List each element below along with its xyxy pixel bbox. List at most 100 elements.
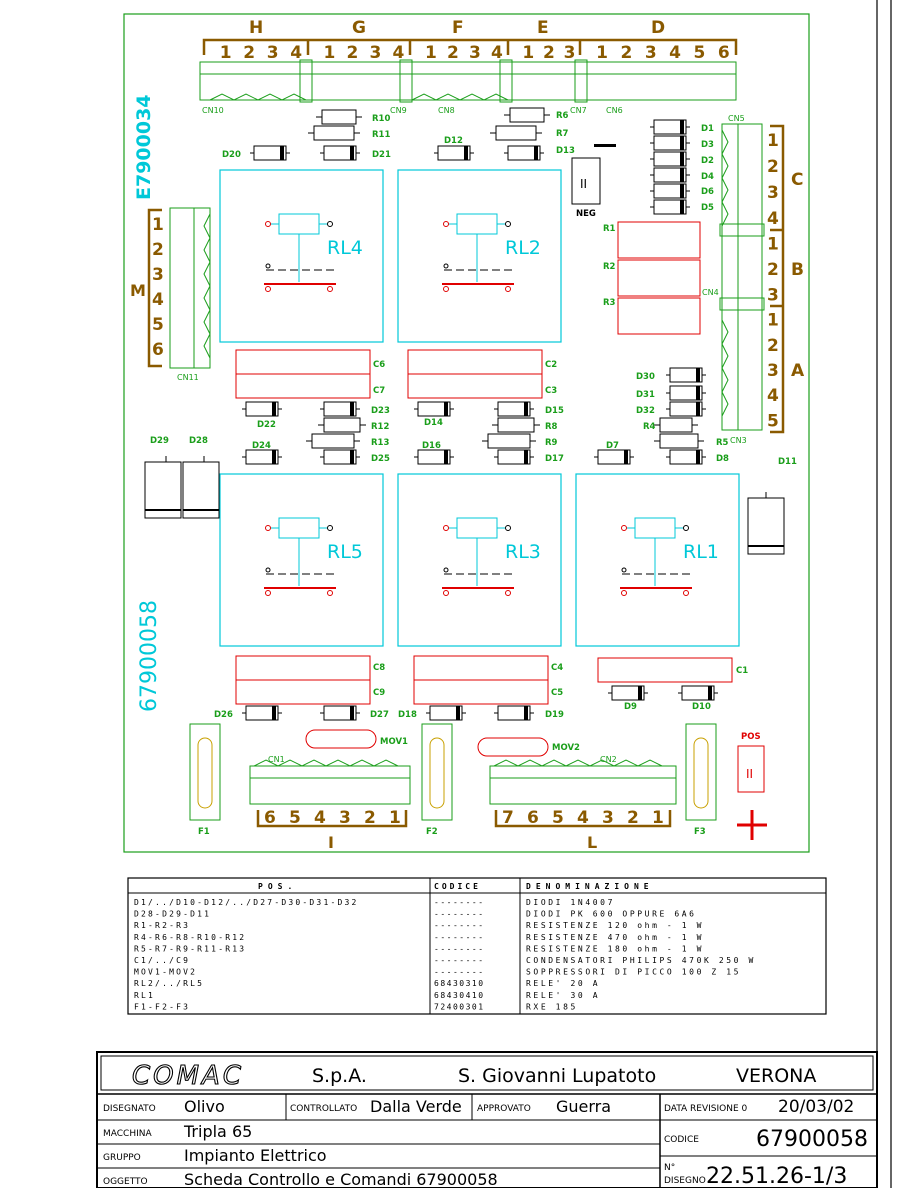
label-gruppo: GRUPPO — [103, 1153, 141, 1163]
component-label-neg: NEG — [576, 209, 596, 219]
diode-symbol — [250, 145, 290, 161]
value-data-revisione: 20/03/02 — [778, 1097, 854, 1117]
component-label-d7: D7 — [606, 441, 619, 451]
relay-label-rl4: RL4 — [327, 237, 363, 259]
diode-symbol — [666, 401, 706, 417]
component-label-c1: C1 — [736, 666, 748, 676]
connector-pin-d-6: 6 — [718, 43, 730, 63]
bom-denominazione: DIODI PK 600 OPPURE 6A6 — [526, 910, 697, 919]
component-label-d25: D25 — [371, 454, 390, 464]
component-label-f1: F1 — [198, 827, 210, 837]
company-logo: COMAC — [132, 1061, 244, 1091]
bom-pos: R4-R6-R8-R10-R12 — [134, 933, 246, 942]
component-label-d17: D17 — [545, 454, 564, 464]
label-disegno: DISEGNO — [664, 1176, 706, 1186]
connector-pin-g-4: 4 — [393, 43, 405, 63]
diode-symbol — [650, 119, 690, 135]
relay-rl5: RL5 — [219, 473, 384, 647]
component-label-r9: R9 — [545, 438, 558, 448]
connector-pin-a-2: 2 — [767, 336, 779, 356]
diode-symbol — [320, 449, 360, 465]
connector-pin-l-2: 2 — [627, 808, 639, 828]
label-controllato: CONTROLLATO — [290, 1104, 357, 1114]
resistor-symbol — [504, 107, 550, 123]
component-label-r6: R6 — [556, 111, 569, 121]
connector-pin-f-3: 3 — [469, 43, 481, 63]
diode-symbol — [426, 705, 466, 721]
connector-pin-c-3: 3 — [767, 183, 779, 203]
relay-label-rl1: RL1 — [683, 541, 719, 563]
component-label-d28: D28 — [189, 436, 208, 446]
component-label-d1: D1 — [701, 124, 714, 134]
value-approvato: Guerra — [556, 1097, 611, 1116]
relay-label-rl3: RL3 — [505, 541, 541, 563]
connector-pin-d-3: 3 — [645, 43, 657, 63]
pos-terminal-mark: II — [746, 767, 753, 781]
connector-pin-l-4: 4 — [577, 808, 589, 828]
connector-group-g: G — [352, 18, 366, 38]
company-province: VERONA — [736, 1065, 816, 1087]
company-suffix: S.p.A. — [312, 1065, 367, 1087]
cn3-label: CN3 — [730, 436, 747, 445]
cn11-label: CN11 — [177, 373, 199, 382]
label-data-revisione: DATA REVISIONE 0 — [664, 1104, 748, 1114]
relay-label-rl5: RL5 — [327, 541, 363, 563]
small-components — [242, 107, 718, 721]
resistor-symbol — [654, 417, 698, 433]
bom-pos: R5-R7-R9-R11-R13 — [134, 944, 246, 953]
component-label-d31: D31 — [636, 390, 655, 400]
connector-l-label: L — [587, 833, 597, 852]
connector-pin-a-5: 5 — [767, 411, 779, 431]
component-label-r1: R1 — [603, 224, 616, 234]
plus-symbol — [737, 810, 767, 840]
connector-pin-b-3: 3 — [767, 285, 779, 305]
bom-codice: -------- — [434, 944, 485, 953]
component-label-d14: D14 — [424, 418, 443, 428]
resistor-symbol — [318, 417, 366, 433]
component-label-mov2: MOV2 — [552, 743, 580, 753]
connector-pin-e-3: 3 — [564, 43, 576, 63]
diode-symbol — [504, 145, 544, 161]
cn8-label: CN8 — [438, 106, 455, 115]
connector-pin-c-4: 4 — [767, 209, 779, 229]
connector-group-c: C — [791, 170, 803, 190]
resistor-symbol — [308, 125, 360, 141]
connector-pin-e-2: 2 — [543, 43, 555, 63]
company-city: S. Giovanni Lupatoto — [458, 1065, 656, 1087]
component-label-d26: D26 — [214, 710, 233, 720]
connector-pin-a-1: 1 — [767, 311, 779, 331]
connector-i-label: I — [328, 833, 334, 852]
component-label-d10: D10 — [692, 702, 711, 712]
diode-symbol — [242, 401, 282, 417]
component-label-c9: C9 — [373, 688, 385, 698]
value-disegno: 22.51.26-1/3 — [706, 1164, 847, 1188]
connector-pin-d-4: 4 — [669, 43, 681, 63]
diode-symbol — [320, 145, 360, 161]
bom-codice: -------- — [434, 898, 485, 907]
cn10-label: CN10 — [202, 106, 224, 115]
diode-symbol — [242, 449, 282, 465]
bom-row: D1/../D10-D12/../D27-D30-D31-D32--------… — [134, 898, 612, 907]
component-label-c6: C6 — [373, 360, 385, 370]
connector-pin-b-2: 2 — [767, 260, 779, 280]
connector-group-m: M — [130, 281, 146, 300]
component-label-d6: D6 — [701, 187, 714, 197]
connector-pin-g-2: 2 — [347, 43, 359, 63]
bom-pos: F1-F2-F3 — [134, 1002, 190, 1011]
component-label-c7: C7 — [373, 386, 385, 396]
component-label-c2: C2 — [545, 360, 557, 370]
bom-denominazione: SOPPRESSORI DI PICCO 100 Z 15 — [526, 968, 741, 977]
value-codice: 67900058 — [756, 1127, 868, 1152]
connector-group-h: H — [249, 18, 263, 38]
value-oggetto: Scheda Controllo e Comandi 67900058 — [184, 1170, 498, 1188]
bom-row: R5-R7-R9-R11-R13--------RESISTENZE 180 o… — [134, 944, 701, 953]
bom-codice: 68430310 — [434, 979, 485, 988]
diode-symbol — [608, 685, 648, 701]
connector-pin-g-1: 1 — [324, 43, 336, 63]
connector-pin-i-2: 2 — [364, 808, 376, 828]
bom-pos: MOV1-MOV2 — [134, 968, 197, 977]
connector-pin-d-2: 2 — [621, 43, 633, 63]
